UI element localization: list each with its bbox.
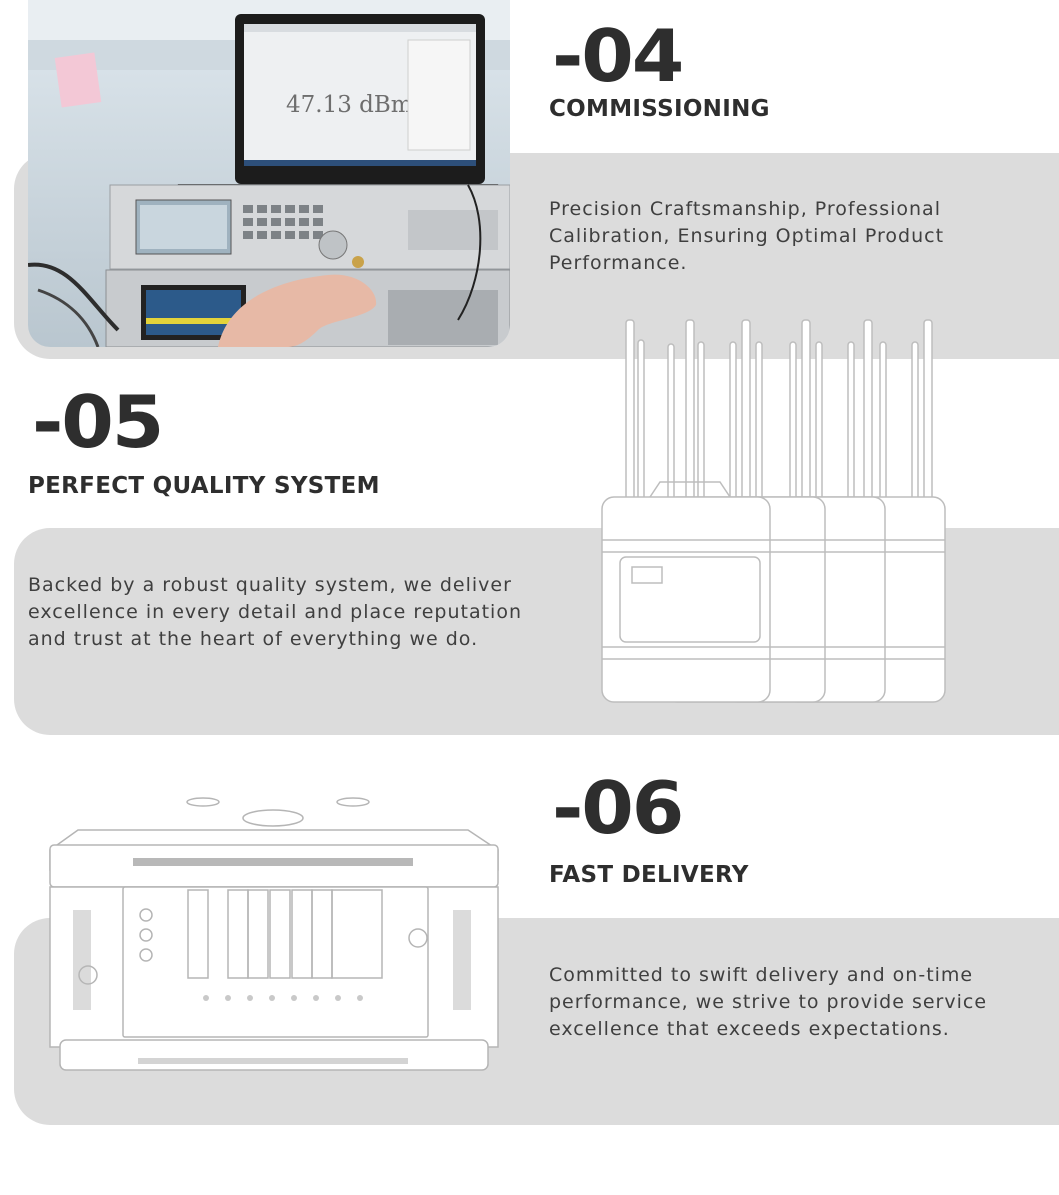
desc-line: Backed by a robust quality system, we de…: [28, 574, 512, 596]
section-05-number: -05: [32, 380, 164, 464]
desc-line: performance, we strive to provide servic…: [549, 991, 988, 1013]
section-06-title: FAST DELIVERY: [549, 862, 749, 888]
lab-scene-illustration: 47.13 dBm: [28, 0, 510, 347]
screen-reading: 47.13 dBm: [286, 92, 413, 118]
section-05-title: PERFECT QUALITY SYSTEM: [28, 473, 380, 499]
desc-line: excellence in every detail and place rep…: [28, 601, 523, 623]
case-1: [601, 496, 771, 703]
section-04-number: -04: [552, 14, 684, 98]
cabinet-base: [59, 1039, 489, 1071]
glass-door: [122, 886, 429, 1038]
section-04-title: COMMISSIONING: [549, 96, 770, 122]
rack-cabinet-illustration: [49, 797, 499, 1071]
jammer-cases-illustration: [601, 319, 946, 703]
desc-line: Calibration, Ensuring Optimal Product: [549, 225, 945, 247]
section-06-number: -06: [552, 766, 684, 850]
desc-line: Committed to swift delivery and on-time: [549, 964, 974, 986]
desc-line: Performance.: [549, 252, 688, 274]
desc-line: excellence that exceeds expectations.: [549, 1018, 950, 1040]
section-04-description: Precision Craftsmanship, Professional Ca…: [549, 196, 944, 277]
desc-line: and trust at the heart of everything we …: [28, 628, 479, 650]
fan-icon: [242, 809, 304, 827]
desc-line: Precision Craftsmanship, Professional: [549, 198, 941, 220]
antenna-group: [625, 319, 933, 508]
section-06-description: Committed to swift delivery and on-time …: [549, 962, 987, 1043]
commissioning-photo: 47.13 dBm: [28, 0, 510, 347]
section-05-description: Backed by a robust quality system, we de…: [28, 572, 522, 653]
